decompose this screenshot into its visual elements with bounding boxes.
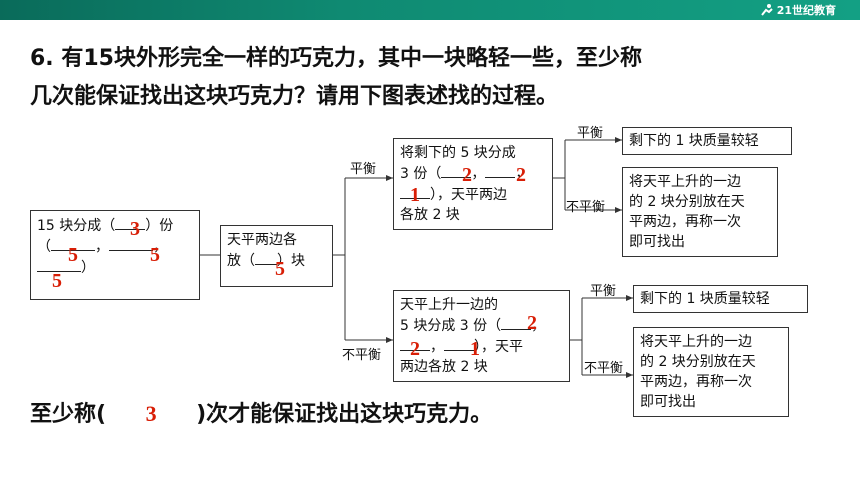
lower-result-weigh-again: 将天平上升的一边 的 2 块分别放在天 平两边，再称一次 即可找出	[633, 327, 789, 417]
lower-result-2-line-3: 平两边，再称一次	[640, 374, 752, 390]
lower-result-2-line-2: 的 2 块分别放在天	[640, 354, 756, 370]
answer-group-3: 5	[52, 270, 62, 292]
lower-text-4: ，	[430, 339, 444, 355]
question-line-1: 6. 有15块外形完全一样的巧克力，其中一块略轻一些，至少称	[30, 46, 642, 71]
upper-text-3: ，	[471, 166, 486, 182]
lower-label-unbalanced: 不平衡	[584, 361, 624, 376]
answer-each-side: 5	[275, 258, 285, 280]
box-split-15: 15 块分成（ ）份 （ ， ， ）	[30, 210, 200, 300]
label-balanced: 平衡	[350, 162, 377, 177]
logo: 21世纪教育	[760, 2, 836, 18]
lower-text-3: ，	[531, 318, 546, 334]
logo-text: 21世纪教育	[776, 4, 836, 17]
answer-upper-3: 1	[410, 184, 420, 206]
conclusion-post: )次才能保证找出这块巧克力。	[196, 402, 493, 427]
upper-result-2-line-4: 即可找出	[629, 234, 685, 250]
upper-text-2: 3 份（	[400, 166, 442, 182]
box2-text-1: 天平两边各	[227, 232, 297, 248]
box1-text-5: ，	[153, 239, 167, 255]
conclusion-pre: 至少称(	[30, 402, 107, 427]
lower-text-2: 5 块分成 3 份（	[400, 318, 502, 334]
upper-text-5: ），天平两边	[430, 187, 507, 203]
label-unbalanced: 不平衡	[342, 348, 382, 363]
answer-lower-1: 2	[527, 312, 537, 334]
box2-text-3: ）块	[277, 253, 305, 269]
upper-result-2-line-3: 平两边，再称一次	[629, 214, 741, 230]
answer-group-2: 5	[150, 244, 160, 266]
answer-lower-2: 2	[410, 338, 420, 360]
answer-min-times: 3	[145, 401, 157, 426]
box1-text-1: 15 块分成（	[37, 218, 116, 234]
box1-text-2: ）份	[145, 218, 174, 234]
upper-label-balanced: 平衡	[577, 126, 604, 141]
answer-group-1: 5	[68, 244, 78, 266]
box2-text-2: 放（	[227, 253, 255, 269]
upper-result-weigh-again: 将天平上升的一边 的 2 块分别放在天 平两边，再称一次 即可找出	[622, 167, 778, 257]
box1-text-6: ）	[81, 260, 95, 276]
lower-result-lighter: 剩下的 1 块质量较轻	[633, 285, 808, 313]
lower-result-2-line-1: 将天平上升的一边	[640, 334, 752, 350]
upper-result-lighter: 剩下的 1 块质量较轻	[622, 127, 792, 155]
upper-result-2-line-2: 的 2 块分别放在天	[629, 194, 745, 210]
upper-result-1-text: 剩下的 1 块质量较轻	[629, 133, 759, 149]
box-place-each-side: 天平两边各 放（ ）块	[220, 225, 333, 287]
upper-label-unbalanced: 不平衡	[566, 200, 606, 215]
box-upper-split: 将剩下的 5 块分成 3 份（ ， ， ），天平两边 各放 2 块	[393, 138, 553, 230]
box1-text-4: ，	[95, 239, 109, 255]
answer-upper-2: 2	[516, 164, 526, 186]
lower-text-5: ），天平	[474, 339, 523, 355]
upper-text-6: 各放 2 块	[400, 207, 460, 223]
runner-icon	[760, 4, 773, 16]
lower-text-1: 天平上升一边的	[400, 297, 498, 313]
upper-result-2-line-1: 将天平上升的一边	[629, 174, 741, 190]
upper-text-4: ，	[515, 166, 530, 182]
lower-result-1-text: 剩下的 1 块质量较轻	[640, 291, 770, 307]
answer-upper-1: 2	[462, 164, 472, 186]
question-text: 6. 有15块外形完全一样的巧克力，其中一块略轻一些，至少称 几次能保证找出这块…	[30, 40, 830, 116]
answer-lower-3: 1	[470, 338, 480, 360]
lower-result-2-line-4: 即可找出	[640, 394, 696, 410]
box1-text-3: （	[37, 239, 51, 255]
top-banner	[0, 0, 860, 20]
conclusion-text: 至少称( 3 )次才能保证找出这块巧克力。	[30, 396, 492, 428]
question-line-2: 几次能保证找出这块巧克力？请用下图表述找的过程。	[30, 84, 559, 109]
lower-label-balanced: 平衡	[590, 284, 617, 299]
box-lower-split: 天平上升一边的 5 块分成 3 份（ ， ， ），天平 两边各放 2 块	[393, 290, 570, 382]
answer-parts: 3	[130, 218, 140, 240]
lower-text-6: 两边各放 2 块	[400, 359, 488, 375]
upper-text-1: 将剩下的 5 块分成	[400, 145, 516, 161]
